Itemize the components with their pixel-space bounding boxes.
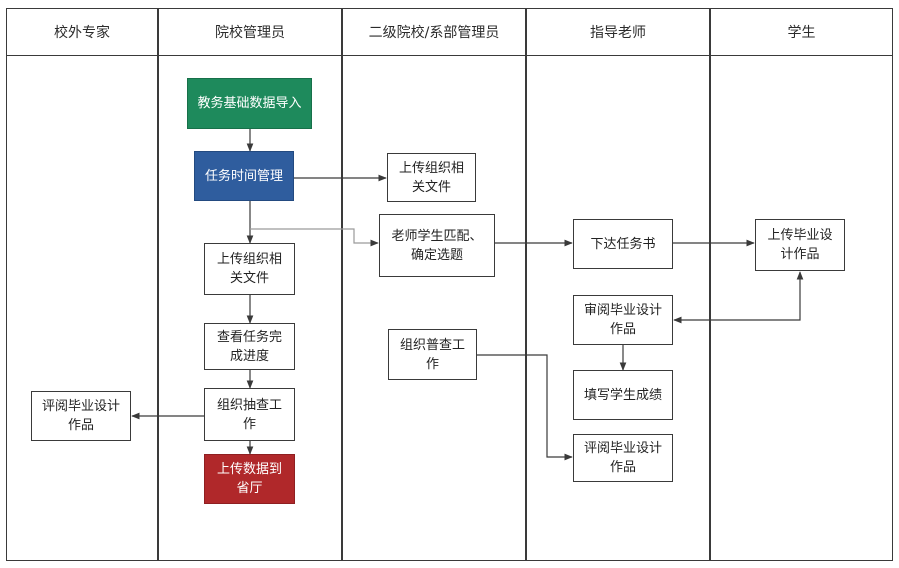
lane-header-expert: 校外专家 — [7, 9, 157, 56]
node-dept-upload[interactable]: 上传组织相关文件 — [387, 153, 476, 202]
node-expert-evaluate[interactable]: 评阅毕业设计作品 — [31, 391, 131, 441]
lane-header-admin: 院校管理员 — [159, 9, 341, 56]
node-time-mgmt[interactable]: 任务时间管理 — [194, 151, 294, 201]
node-match[interactable]: 老师学生匹配、确定选题 — [379, 214, 495, 277]
lane-header-student: 学生 — [711, 9, 892, 56]
lane-student: 学生 — [710, 8, 893, 561]
node-student-upload[interactable]: 上传毕业设计作品 — [755, 219, 845, 271]
node-review[interactable]: 审阅毕业设计作品 — [573, 295, 673, 345]
node-admin-upload[interactable]: 上传组织相关文件 — [204, 243, 295, 295]
node-upload-province[interactable]: 上传数据到省厅 — [204, 454, 295, 504]
node-dept-check[interactable]: 组织普查工作 — [388, 329, 477, 380]
node-view-progress[interactable]: 查看任务完成进度 — [204, 323, 295, 370]
node-assign[interactable]: 下达任务书 — [573, 219, 673, 269]
lane-expert: 校外专家 — [6, 8, 158, 561]
lane-dept: 二级院校/系部管理员 — [342, 8, 526, 561]
lane-header-teacher: 指导老师 — [527, 9, 709, 56]
node-evaluate-teacher[interactable]: 评阅毕业设计作品 — [573, 434, 673, 482]
node-import[interactable]: 教务基础数据导入 — [187, 78, 312, 129]
node-grade[interactable]: 填写学生成绩 — [573, 370, 673, 420]
node-admin-check[interactable]: 组织抽查工作 — [204, 388, 295, 441]
lane-header-dept: 二级院校/系部管理员 — [343, 9, 525, 56]
